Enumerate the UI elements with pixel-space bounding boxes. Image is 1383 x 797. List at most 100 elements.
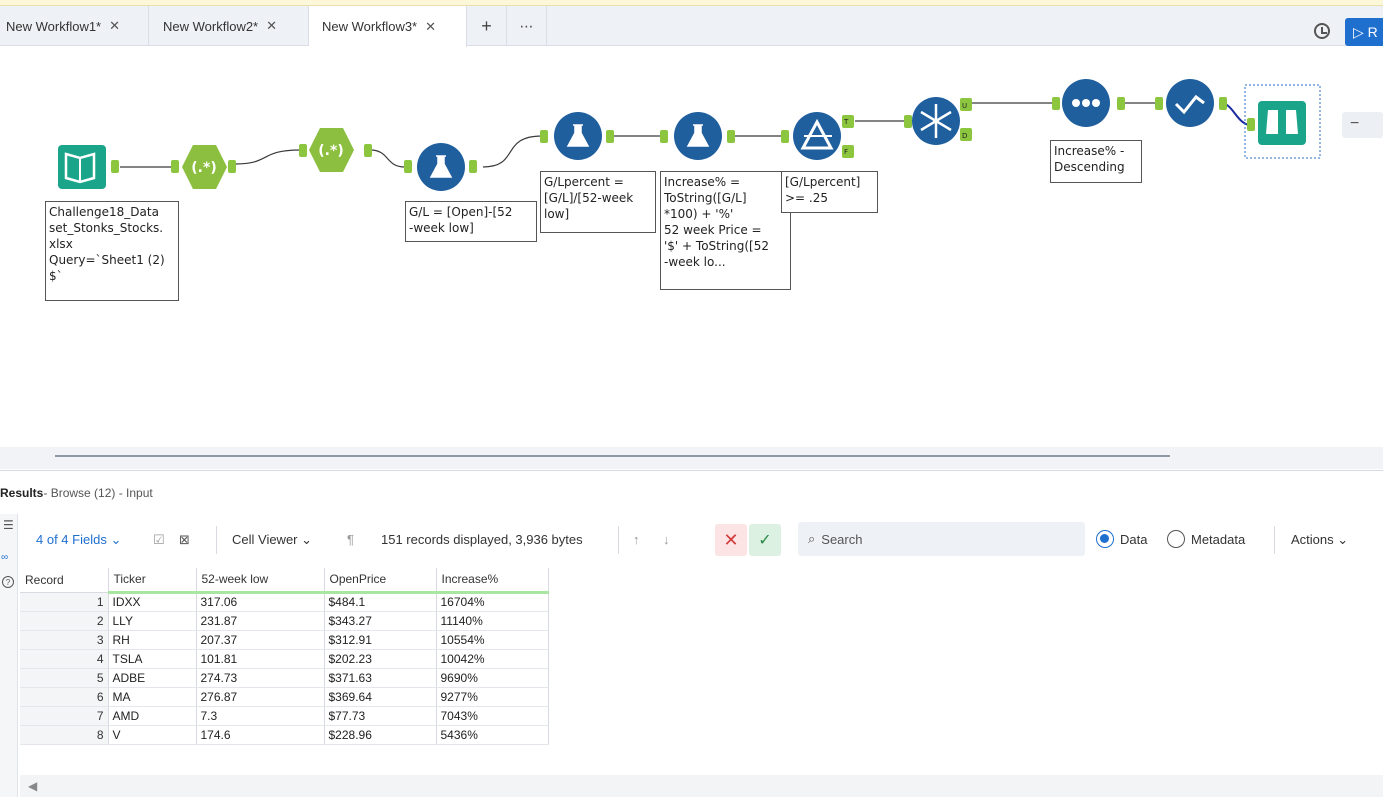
pilcrow-icon[interactable]: ¶: [347, 532, 354, 547]
open-price-cell: $371.63: [324, 668, 437, 688]
increase-cell: 10554%: [436, 630, 549, 650]
arrow-down-icon[interactable]: ↓: [663, 532, 670, 547]
ticker-cell: ADBE: [108, 668, 197, 688]
ticker-cell: V: [108, 725, 197, 745]
scroll-left-icon[interactable]: ◀: [28, 779, 38, 793]
fields-dropdown[interactable]: 4 of 4 Fields ⌄: [36, 532, 121, 548]
cell-viewer-dropdown[interactable]: Cell Viewer ⌄: [232, 532, 312, 548]
record-cell: 8: [20, 725, 109, 745]
workflow-connections: (.*) (.*) T F U D: [58, 79, 1321, 191]
open-price-cell: $228.96: [324, 725, 437, 745]
unique-tool[interactable]: [912, 97, 960, 145]
search-icon: ⌕: [808, 531, 816, 546]
data-radio[interactable]: [1096, 530, 1114, 548]
close-icon[interactable]: ✕: [266, 18, 278, 33]
panel-splitter[interactable]: [0, 447, 1383, 469]
browse-tool[interactable]: [1244, 84, 1321, 159]
record-cell: 1: [20, 592, 109, 612]
run-label: R: [1367, 24, 1378, 40]
increase-cell: 7043%: [436, 706, 549, 726]
divider: [618, 526, 619, 554]
formula-tool-3[interactable]: [674, 112, 722, 160]
add-tab-button[interactable]: +: [467, 6, 507, 46]
increase-cell: 16704%: [436, 592, 549, 612]
regex-tool-1[interactable]: (.*): [182, 145, 227, 189]
clear-filter-button[interactable]: ✕: [715, 524, 747, 556]
results-title: Results: [0, 485, 44, 500]
search-placeholder: Search: [821, 531, 863, 547]
low-cell: 7.3: [196, 706, 325, 726]
more-tabs-button[interactable]: ⋯: [507, 6, 547, 46]
workflow-tab-bar: New Workflow1* ✕ New Workflow2* ✕ New Wo…: [0, 6, 1383, 47]
tab-label: New Workflow1*: [6, 18, 102, 34]
record-cell: 2: [20, 611, 109, 631]
search-input[interactable]: ⌕ Search: [798, 522, 1085, 556]
formula3-annotation: Increase% = ToString([G/L] *100) + '%' 5…: [660, 171, 791, 290]
increase-cell: 11140%: [436, 611, 549, 631]
deselect-icon[interactable]: ⊠: [179, 532, 190, 547]
close-icon[interactable]: ✕: [425, 18, 437, 34]
filter-tool[interactable]: [793, 112, 841, 160]
open-price-cell: $343.27: [324, 611, 437, 631]
top-banner: [0, 0, 1383, 6]
apply-filter-button[interactable]: ✓: [749, 524, 781, 556]
sort-tool[interactable]: [1062, 79, 1110, 127]
results-grid[interactable]: Record Ticker 52-week low OpenPrice Incr…: [20, 568, 1383, 775]
ticker-cell: AMD: [108, 706, 197, 726]
binoculars-icon[interactable]: ∞: [1, 552, 9, 563]
splitter-handle[interactable]: [55, 455, 1170, 457]
history-icon[interactable]: [1314, 23, 1330, 39]
low-cell: 231.87: [196, 611, 325, 631]
open-price-cell: $484.1: [324, 592, 437, 612]
close-icon[interactable]: ✕: [109, 18, 121, 33]
tab-new-workflow2[interactable]: New Workflow2* ✕: [149, 6, 309, 46]
column-header[interactable]: 52-week low: [196, 568, 325, 594]
horizontal-scrollbar[interactable]: ◀: [20, 775, 1383, 797]
help-icon[interactable]: ?: [2, 576, 14, 588]
column-header[interactable]: Record: [20, 568, 109, 593]
zoom-out-button[interactable]: −: [1342, 112, 1383, 138]
chevron-down-icon: ⌄: [110, 532, 122, 547]
regex-label: (.*): [318, 143, 343, 159]
actions-dropdown[interactable]: Actions ⌄: [1291, 532, 1348, 548]
checkbox-icon[interactable]: ☑: [153, 532, 165, 547]
record-cell: 3: [20, 630, 109, 650]
tab-label: New Workflow2*: [163, 18, 259, 34]
tab-new-workflow3[interactable]: New Workflow3* ✕: [309, 6, 467, 47]
formula-tool-1[interactable]: [417, 143, 465, 191]
increase-cell: 5436%: [436, 725, 549, 745]
column-header[interactable]: Increase%: [436, 568, 549, 594]
record-cell: 4: [20, 649, 109, 669]
results-table: Record Ticker 52-week low OpenPrice Incr…: [20, 568, 549, 745]
results-subtitle: - Browse (12) - Input: [43, 485, 153, 500]
low-cell: 276.87: [196, 687, 325, 707]
increase-cell: 9690%: [436, 668, 549, 688]
run-button[interactable]: ▷ R: [1345, 18, 1383, 46]
formula-tool-2[interactable]: [554, 112, 602, 160]
results-side-toolbar: ☰ ∞ ?: [0, 514, 18, 797]
filter-annotation: [G/Lpercent] >= .25: [781, 171, 878, 213]
menu-icon[interactable]: ☰: [3, 518, 14, 532]
ticker-cell: TSLA: [108, 649, 197, 669]
record-cell: 5: [20, 668, 109, 688]
select-tool[interactable]: [1166, 79, 1214, 127]
column-header[interactable]: OpenPrice: [324, 568, 437, 594]
tab-new-workflow1[interactable]: New Workflow1* ✕: [0, 6, 149, 46]
metadata-radio[interactable]: [1167, 530, 1185, 548]
regex-tool-2[interactable]: (.*): [309, 128, 354, 172]
arrow-up-icon[interactable]: ↑: [633, 532, 640, 547]
regex-label: (.*): [191, 160, 216, 176]
false-anchor-label: F: [844, 148, 848, 156]
low-cell: 174.6: [196, 725, 325, 745]
column-header[interactable]: Ticker: [108, 568, 197, 594]
input-data-tool[interactable]: [58, 145, 106, 189]
unique-anchor-label: U: [962, 102, 967, 110]
